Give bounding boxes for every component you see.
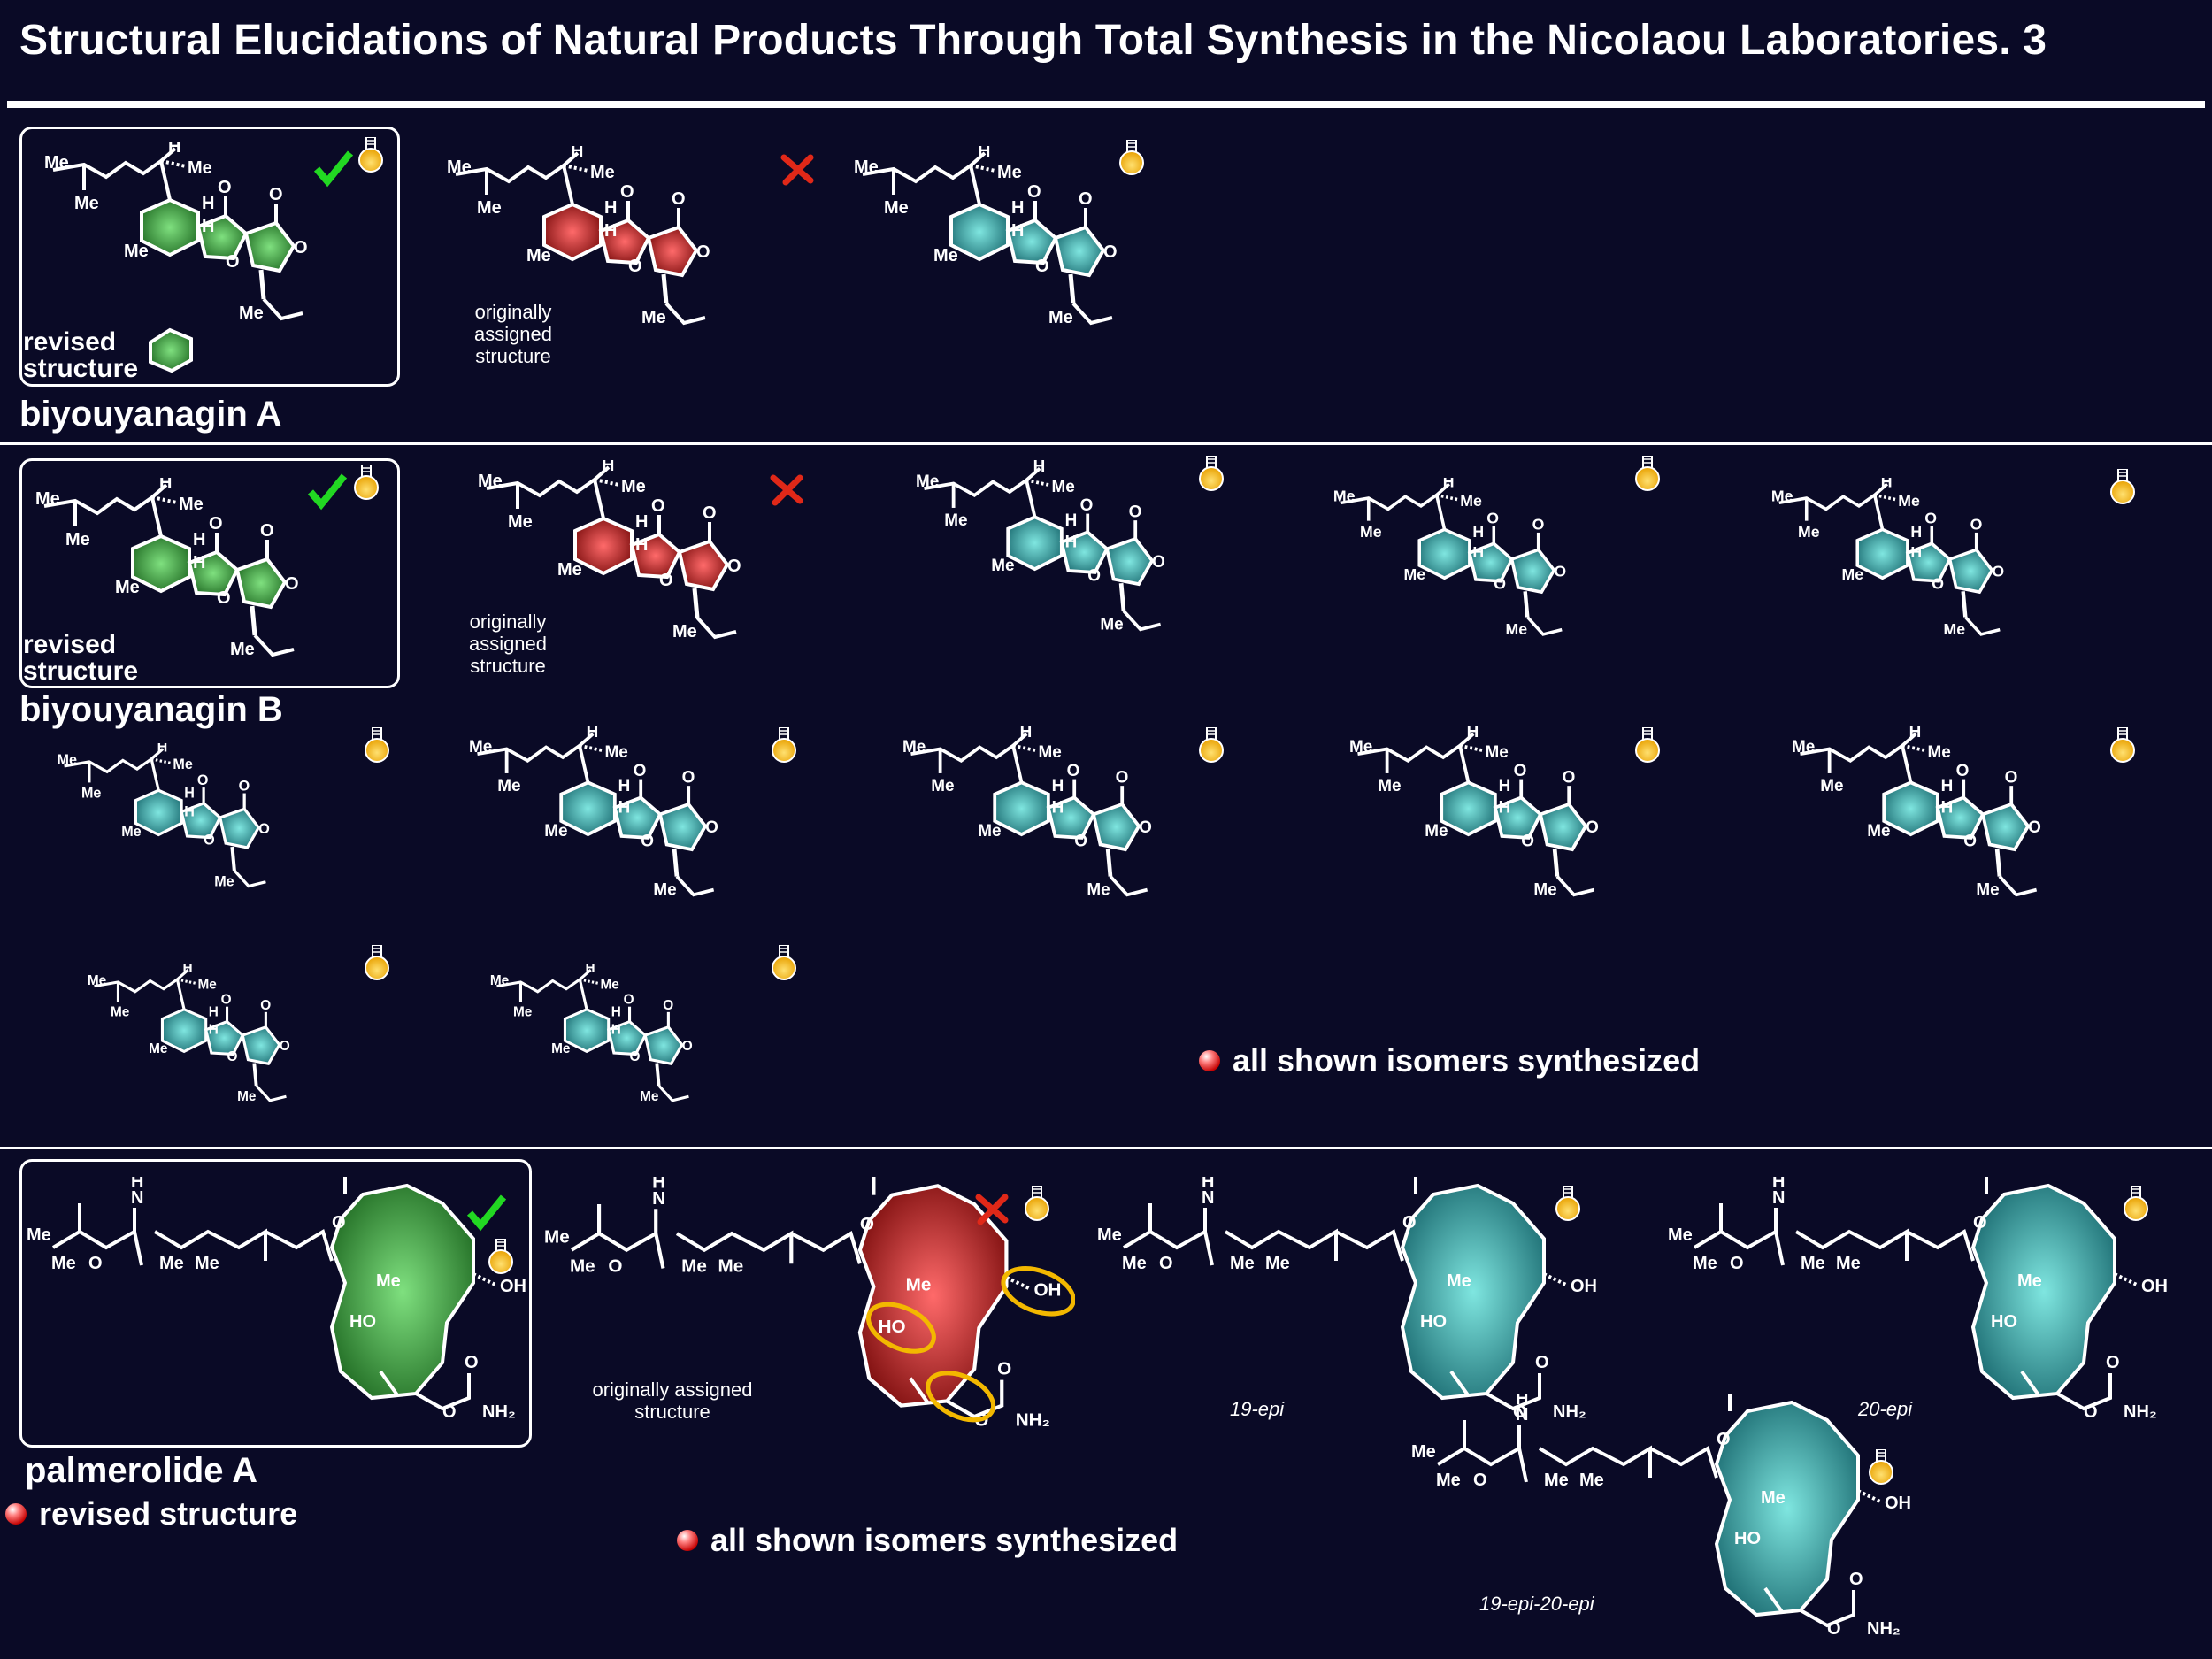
flask-icon	[365, 727, 389, 763]
flask-icon	[2110, 469, 2135, 504]
cross-icon	[975, 1194, 1009, 1225]
revised-label-a: revised structure	[23, 327, 139, 383]
section-divider-a-b	[0, 442, 2212, 445]
flask-icon	[358, 137, 383, 173]
flask-icon	[1635, 456, 1660, 491]
flask-icon	[1119, 140, 1144, 175]
label-19-epi-20-epi: 19-epi-20-epi	[1479, 1593, 1594, 1615]
cross-icon	[770, 474, 803, 506]
compound-name-palmerolide-a: palmerolide A	[25, 1451, 258, 1490]
palmerolide-a-revised-structure	[27, 1177, 528, 1424]
revised-structure-box-a	[19, 127, 400, 387]
flask-icon	[1025, 1186, 1049, 1221]
flask-icon	[1199, 727, 1224, 763]
flask-icon	[1199, 456, 1224, 491]
flask-icon	[2124, 1186, 2148, 1221]
biyouyanagin-b-isomer-1	[916, 460, 1234, 681]
check-icon	[313, 150, 354, 188]
biyouyanagin-b-isomer-8	[1792, 726, 2110, 947]
page-title: Structural Elucidations of Natural Produ…	[19, 17, 2047, 64]
biyouyanagin-b-isomer-9	[85, 964, 292, 1106]
section-divider-b-c	[0, 1147, 2212, 1149]
palmerolide-a-original-structure	[544, 1177, 1075, 1442]
biyouyanagin-b-isomer-10	[488, 964, 695, 1106]
label-19-epi: 19-epi	[1230, 1398, 1285, 1420]
original-note-c: originally assigned structure	[592, 1379, 753, 1423]
flask-icon	[772, 727, 796, 763]
flask-icon	[354, 465, 379, 500]
original-note-a: originally assigned structure	[473, 301, 553, 367]
biyouyanagin-a-isomer	[854, 146, 1190, 376]
bullet-dot-icon	[677, 1530, 698, 1551]
bullet-dot-icon	[5, 1503, 27, 1525]
biyouyanagin-b-isomer-4	[34, 743, 352, 929]
flask-icon	[1869, 1449, 1893, 1485]
biyouyanagin-a-revised-structure	[44, 142, 380, 373]
synth-note-b: all shown isomers synthesized	[1199, 1042, 1700, 1079]
flask-icon	[365, 945, 389, 980]
cross-icon	[780, 154, 814, 186]
flask-icon	[488, 1239, 513, 1274]
flask-icon	[1555, 1186, 1580, 1221]
bullet-dot-icon	[1199, 1050, 1220, 1071]
check-icon	[466, 1194, 507, 1232]
label-20-epi: 20-epi	[1858, 1398, 1913, 1420]
revised-structure-box-b	[19, 458, 400, 688]
flask-icon	[1635, 727, 1660, 763]
biyouyanagin-b-isomer-5	[469, 726, 787, 947]
flask-icon	[772, 945, 796, 980]
biyouyanagin-b-isomer-7	[1349, 726, 1668, 947]
biyouyanagin-b-isomer-3	[1761, 478, 2079, 681]
compound-name-biyouyanagin-b: biyouyanagin B	[19, 690, 283, 729]
revised-note-c: revised structure	[5, 1495, 297, 1532]
compound-name-biyouyanagin-a: biyouyanagin A	[19, 395, 282, 434]
biyouyanagin-b-isomer-6	[902, 726, 1221, 947]
flask-icon	[2110, 727, 2135, 763]
biyouyanagin-b-isomer-2	[1323, 478, 1641, 681]
revised-structure-box-c	[19, 1159, 532, 1448]
original-note-b: originally assigned structure	[468, 611, 548, 677]
revised-label-b: revised structure	[23, 630, 139, 686]
check-icon	[307, 473, 348, 511]
title-divider	[7, 101, 2205, 108]
synth-note-c: all shown isomers synthesized	[677, 1522, 1178, 1559]
